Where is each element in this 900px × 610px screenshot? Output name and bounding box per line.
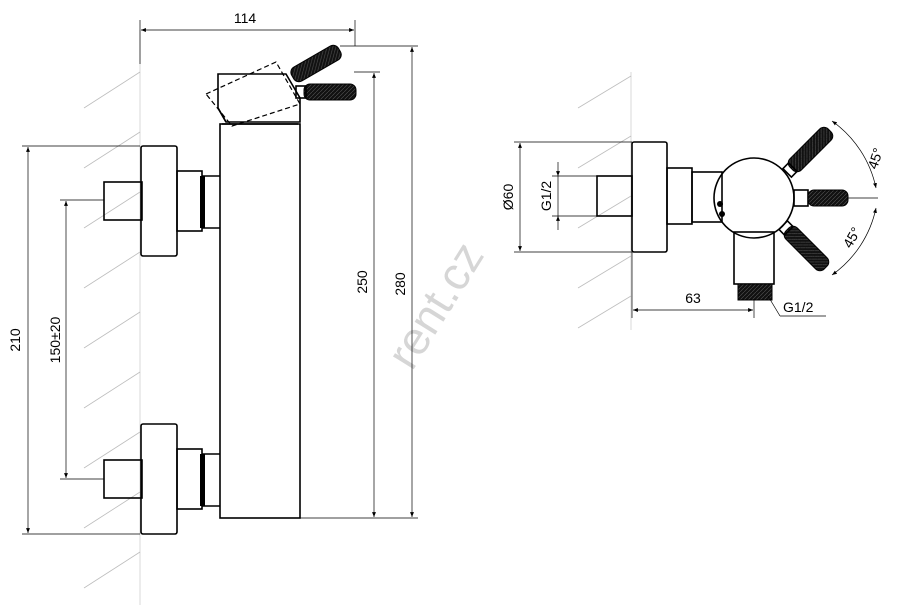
outlet-spout (733, 231, 775, 301)
lever-middle (807, 189, 849, 207)
lever-lower (777, 219, 830, 272)
lever-upper (781, 126, 834, 179)
dim-thread-outlet-label: G1/2 (783, 299, 814, 315)
watermark: rent.cz (376, 233, 493, 378)
dimension-width: 114 (139, 10, 356, 64)
dim-280-label: 280 (392, 272, 408, 296)
outlet-thread-callout: G1/2 (767, 295, 826, 317)
dimension-height-210: 210 (7, 145, 140, 535)
dim-150-label: 150±20 (47, 316, 63, 363)
dim-thread-inlet-label: G1/2 (538, 181, 554, 212)
dim-210-label: 210 (7, 328, 23, 352)
side-view: 45° 45° Ø60 G1/2 63 (500, 72, 886, 330)
angle-upper-label: 45° (864, 146, 886, 171)
dim-114-label: 114 (234, 10, 257, 26)
dim-63-label: 63 (685, 290, 701, 306)
dimension-height-280: 280 (300, 45, 418, 519)
dimension-thread-inlet: G1/2 (538, 162, 597, 230)
dimension-height-250: 250 (354, 71, 380, 517)
dim-diameter-label: Ø60 (500, 184, 516, 211)
dim-250-label: 250 (354, 270, 370, 294)
dimension-diameter: Ø60 (500, 141, 632, 253)
lower-eccentric-connector (103, 423, 220, 535)
mixer-body (205, 44, 357, 519)
side-connector (596, 141, 723, 253)
dimension-depth: 63 (631, 252, 755, 318)
wall-hatch-left (83, 30, 141, 605)
upper-eccentric-connector (103, 145, 220, 257)
front-view: 114 280 250 210 150±20 (7, 10, 418, 605)
angle-lower-label: 45° (839, 224, 863, 250)
dimension-spacing: 150±20 (47, 199, 104, 480)
wall-hatch-right (577, 72, 632, 330)
